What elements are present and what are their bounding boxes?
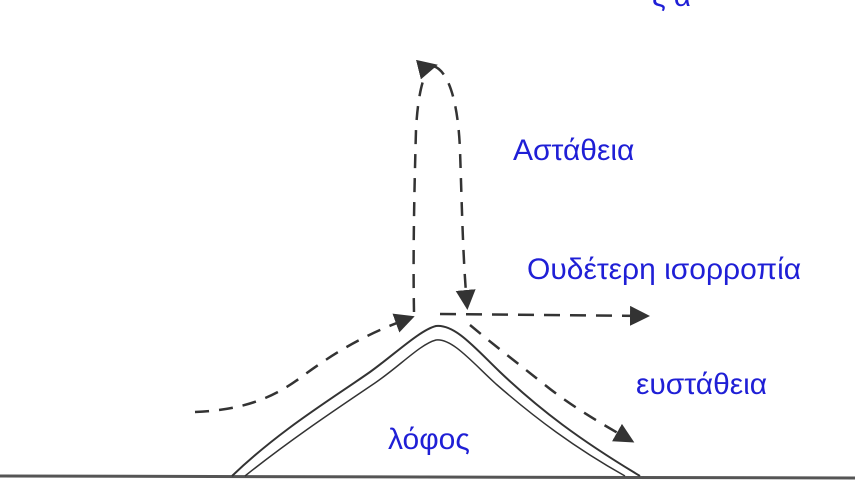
instability-label: Αστάθεια [513, 134, 635, 167]
hill-outline-inner [244, 339, 626, 477]
neutral-equilibrium-label: Ουδέτερη ισορροπία [527, 253, 802, 286]
ground-line [0, 474, 855, 480]
hill-outline-outer [231, 324, 641, 477]
neutral-flow-arrow [439, 305, 650, 326]
top-cut-label: ξ α [652, 0, 691, 12]
stability-label: ευστάθεια [636, 368, 768, 401]
stability-flow-arrow [469, 324, 635, 443]
instability-loop-arrow [432, 64, 476, 310]
hill-label: λόφος [388, 423, 470, 456]
incoming-flow-arrow [194, 313, 415, 414]
rising-flow-arrow [412, 59, 438, 313]
